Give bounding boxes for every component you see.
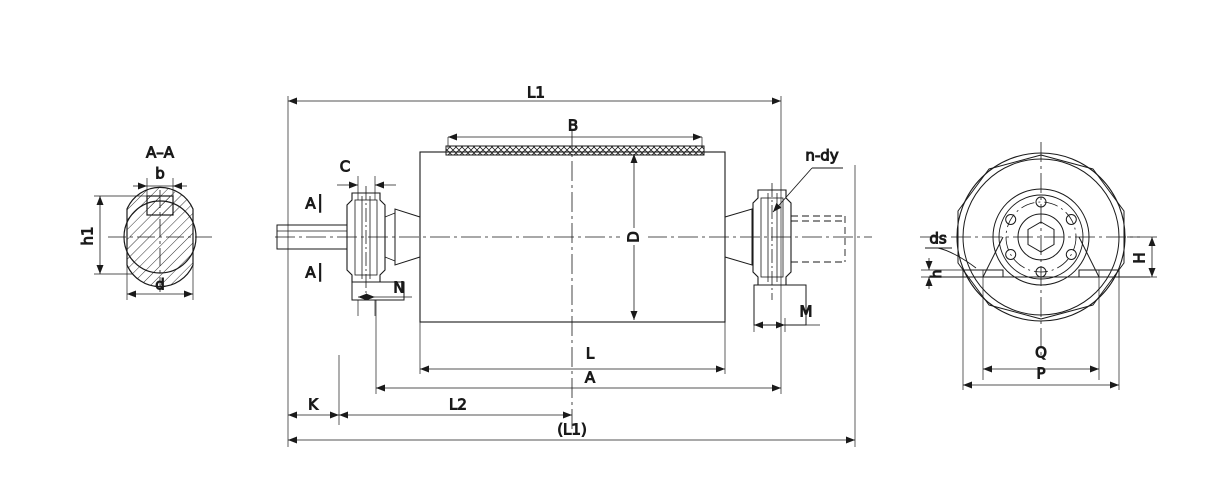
dimension-D: D	[620, 154, 648, 320]
dimension-label-b: b	[155, 165, 165, 183]
left-hub-cone	[394, 208, 421, 266]
flange-mid-circle	[998, 194, 1084, 280]
dimension-d: d	[126, 248, 194, 300]
section-mark-bottom: A│	[305, 263, 324, 282]
end-view: ds h H Q P	[920, 142, 1157, 390]
rim-inner-circle	[962, 158, 1120, 316]
bolt-hole	[1065, 214, 1077, 225]
left-pedestal-block	[351, 281, 405, 301]
section-view-a-a: A–A b h1	[78, 143, 212, 300]
drum-rim-outline	[956, 152, 1126, 322]
callout-label-ds: ds	[929, 230, 947, 248]
right-end-assembly	[724, 183, 846, 326]
dimension-label-Q: Q	[1035, 344, 1047, 362]
drum-lagging	[445, 145, 705, 156]
right-hub-cone	[724, 208, 753, 266]
section-title: A–A	[146, 144, 175, 162]
drum-shell	[419, 130, 726, 430]
dimension-label-C: C	[340, 158, 350, 176]
dimension-label-L1: L1	[527, 84, 545, 102]
main-view: L1 B C D n-dy	[275, 83, 872, 447]
dimension-h: h	[921, 258, 983, 289]
dimension-N: N	[357, 278, 412, 316]
dimension-h1: h1	[78, 195, 147, 275]
bolt-hole	[1035, 196, 1047, 208]
rim-outer-circle	[956, 152, 1126, 322]
right-pedestal-block	[753, 284, 807, 326]
bolt-hole	[1065, 249, 1077, 260]
dimension-label-A: A	[585, 369, 596, 387]
section-mark-top: A│	[305, 194, 324, 213]
dimension-L1-ref: (L1)	[288, 165, 856, 447]
rim-polygon-facets	[957, 154, 1125, 320]
dimension-label-P: P	[1036, 365, 1045, 383]
bolt-hole	[1005, 249, 1017, 260]
dimension-Q: Q	[983, 343, 1099, 373]
dimension-B: B	[447, 116, 703, 148]
dimension-label-N: N	[393, 279, 404, 297]
left-shoulder	[384, 212, 396, 262]
dimension-L: L	[419, 322, 726, 374]
lagging-strip	[445, 145, 705, 156]
dimension-label-h1: h1	[79, 226, 97, 245]
callout-label-n-dy: n-dy	[805, 147, 838, 165]
dimension-K: K	[287, 355, 340, 447]
left-shaft-extension	[276, 224, 348, 250]
dimension-label-K: K	[308, 396, 319, 414]
dimension-L2: L2	[339, 395, 572, 419]
dimension-M: M	[753, 302, 820, 332]
dimension-label-B: B	[568, 117, 578, 135]
dimension-label-H: H	[1131, 252, 1149, 263]
dimension-label-h: h	[929, 270, 945, 279]
bolt-circle	[1005, 201, 1077, 273]
dimension-label-d: d	[155, 276, 165, 294]
ds-leader-line	[937, 247, 977, 269]
right-shaft-hidden	[790, 215, 846, 263]
dimension-b: b	[133, 164, 187, 196]
left-end-assembly	[276, 186, 421, 301]
hub-bore-circle	[1017, 213, 1065, 261]
dimension-label-M: M	[800, 303, 813, 321]
flange-outer-circle	[992, 188, 1090, 286]
dimension-label-D: D	[625, 231, 643, 243]
dimension-label-L1-ref: (L1)	[557, 421, 587, 439]
dimension-label-L2: L2	[449, 396, 467, 414]
hub-flange	[992, 188, 1090, 286]
dimension-label-L: L	[586, 345, 595, 363]
bolt-hole	[1005, 214, 1017, 225]
section-marks: A│ A│	[305, 193, 325, 282]
dimension-A: A	[375, 195, 782, 394]
callout-n-dy: n-dy	[772, 146, 843, 213]
dimension-H: H	[1127, 236, 1157, 278]
shaft-hex-end	[1027, 221, 1055, 253]
dimension-L1: L1	[287, 83, 782, 400]
callout-ds: ds	[925, 229, 977, 269]
pedestal-base	[930, 236, 1150, 390]
dimension-C: C	[337, 157, 396, 200]
dimension-P: P	[963, 364, 1119, 389]
